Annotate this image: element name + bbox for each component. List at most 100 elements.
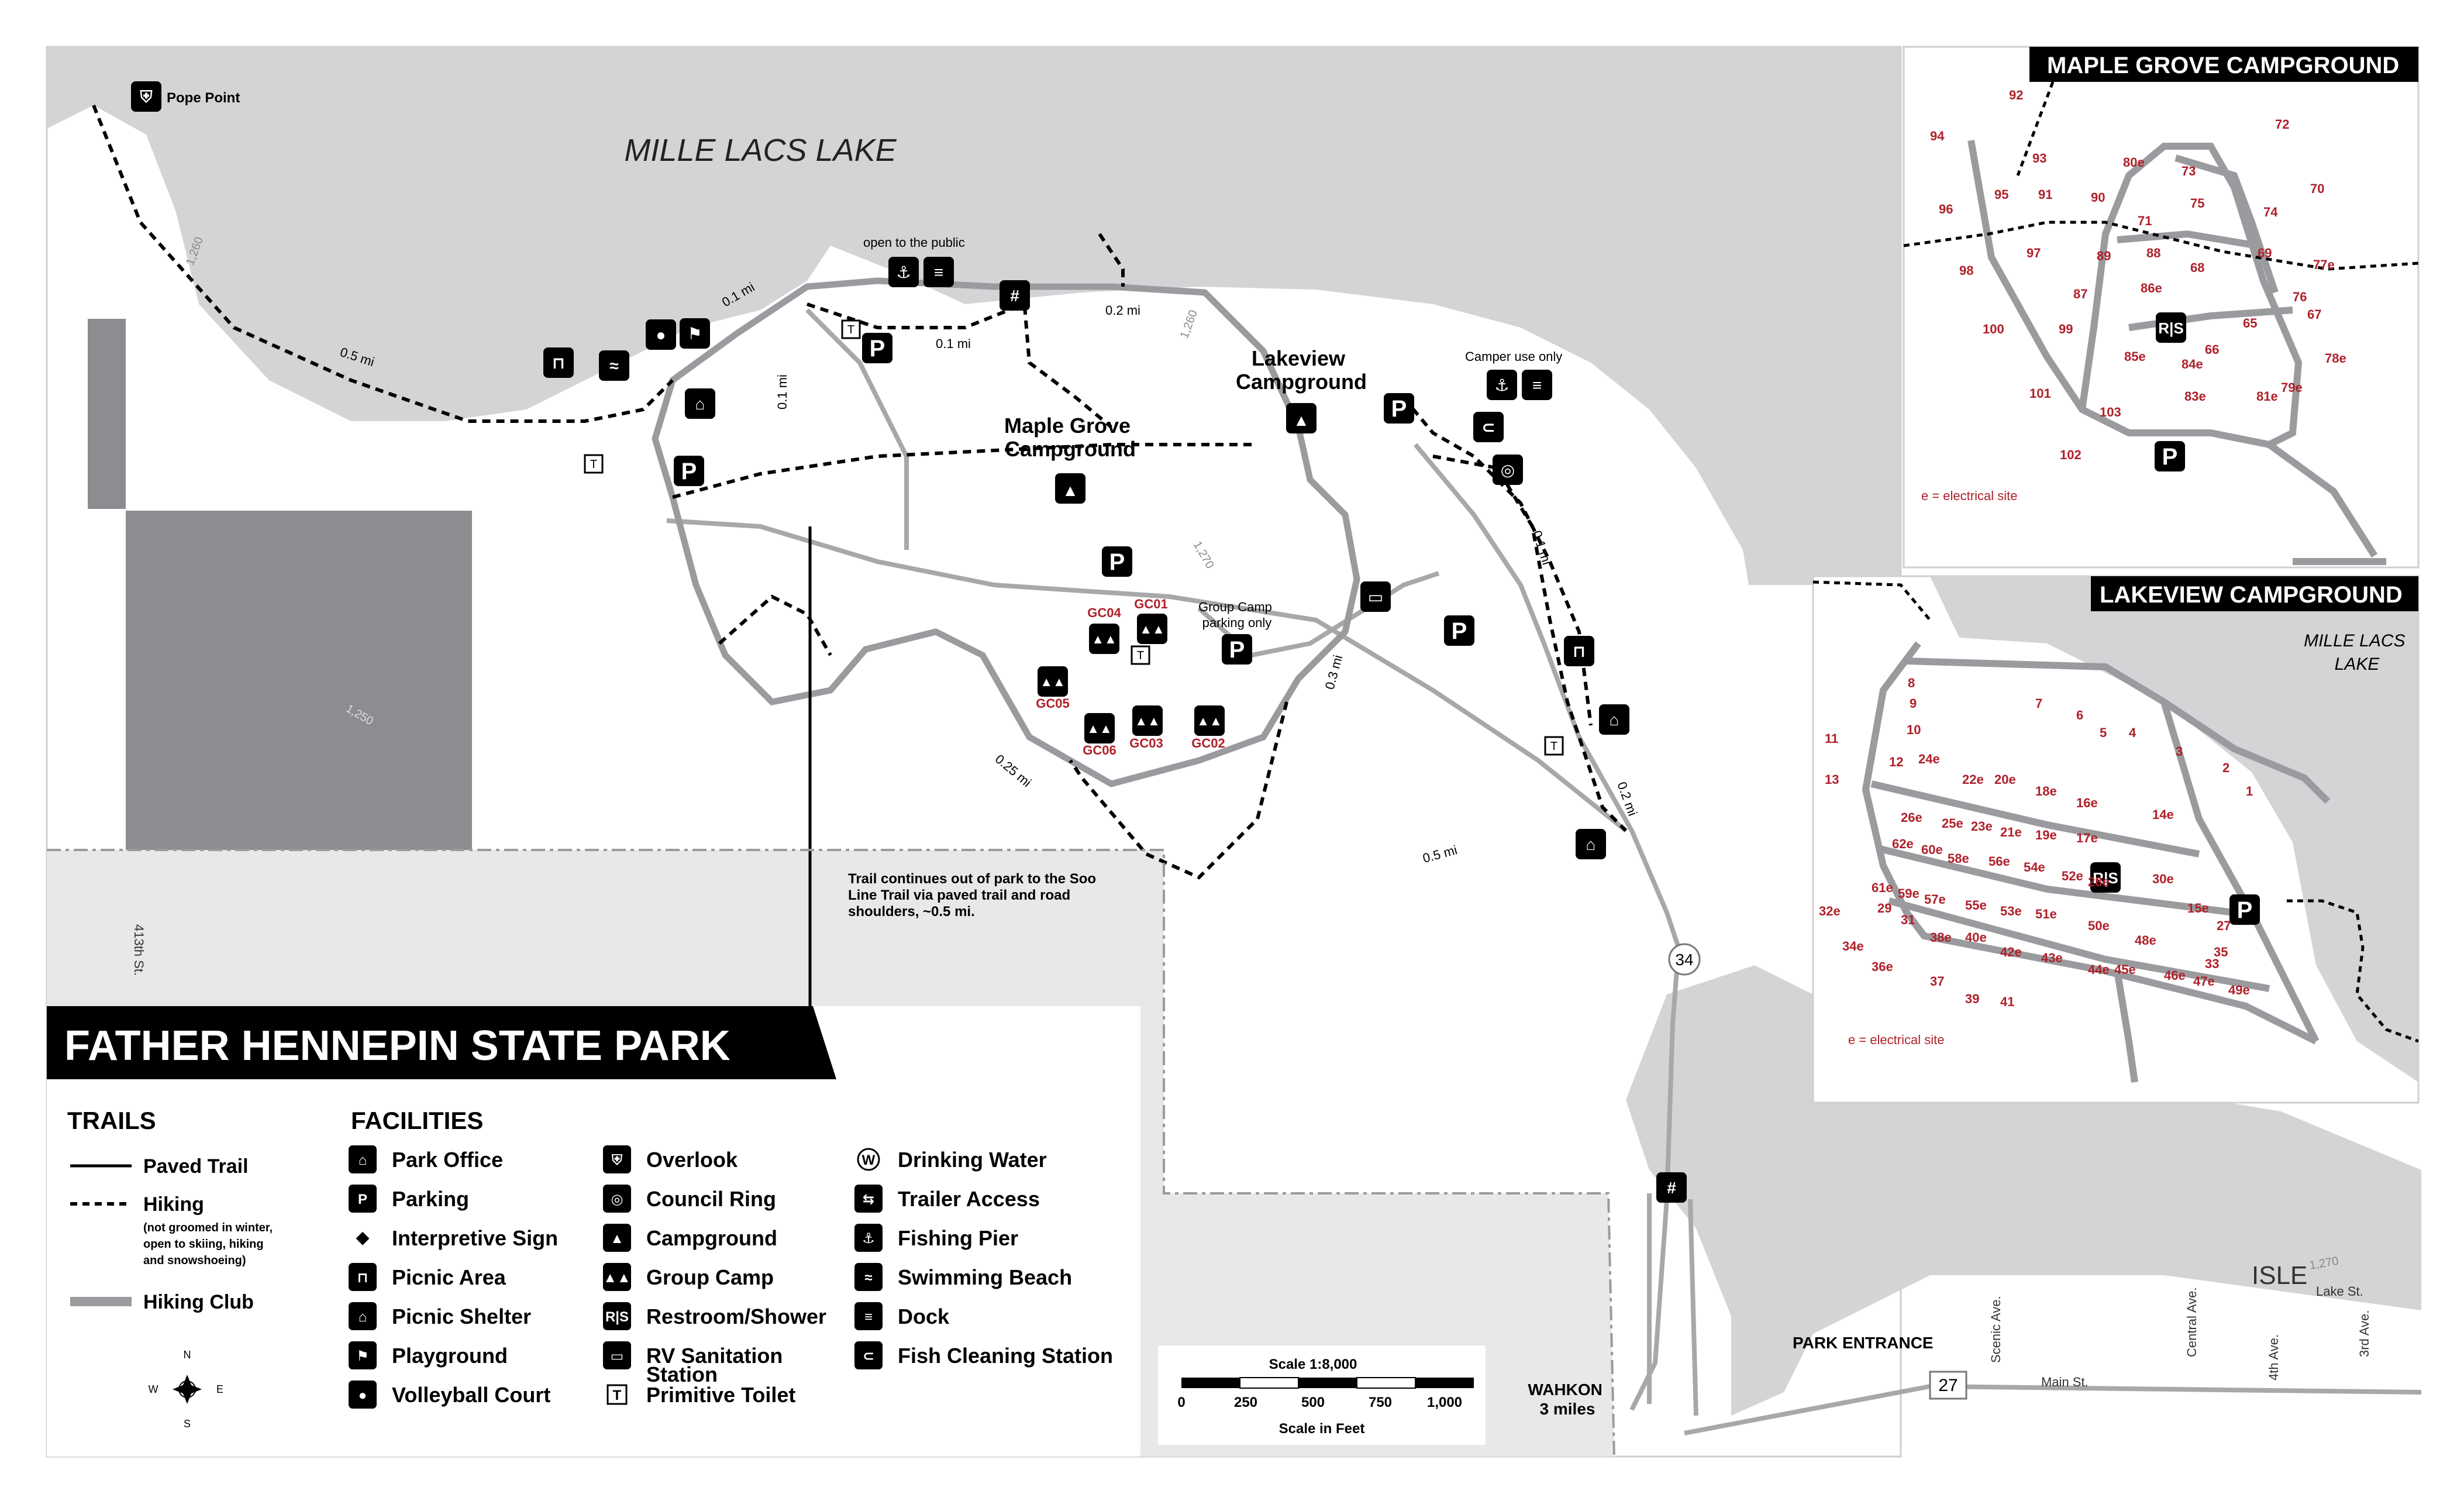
campsite-number: 26e: [1901, 810, 1922, 825]
campsite-number: 98: [1959, 263, 1973, 278]
svg-text:34: 34: [1675, 951, 1693, 969]
svg-text:1,000: 1,000: [1427, 1395, 1462, 1410]
fish-cleaning-icon: ⊂: [1473, 412, 1504, 442]
svg-text:▲▲: ▲▲: [1091, 632, 1117, 646]
legend-facility-label: Primitive Toilet: [646, 1383, 795, 1407]
campsite-number: 84e: [2182, 357, 2203, 371]
campsite-number: 6: [2076, 708, 2083, 722]
legend-facility-label: Interpretive Sign: [392, 1226, 558, 1250]
lakeview-label: Lakeview Campground: [1236, 346, 1367, 394]
svg-text:▲▲: ▲▲: [1197, 714, 1222, 728]
campsite-number: 74: [2263, 205, 2278, 219]
svg-text:⊂: ⊂: [863, 1348, 874, 1364]
legend-facility-label: Fish Cleaning Station: [898, 1344, 1113, 1368]
road-label-4th: 4th Ave.: [2266, 1334, 2281, 1381]
council-ring-icon: ◎: [1493, 455, 1523, 485]
svg-text:▲: ▲: [1062, 481, 1078, 500]
svg-text:▲▲: ▲▲: [603, 1270, 631, 1286]
overlook-icon: ⛨: [603, 1145, 631, 1173]
primitive-toilet-icon: T: [841, 319, 861, 339]
campsite-number: 67: [2307, 307, 2321, 322]
campsite-number: 50e: [2088, 918, 2110, 933]
restroom-shower-icon: R|S: [603, 1302, 631, 1330]
rv-sanitation-icon: ▭: [1360, 581, 1391, 612]
svg-text:750: 750: [1369, 1395, 1392, 1410]
trail-continues-note: Trail continues out of park to the Soo L…: [848, 871, 1100, 920]
gc02-label: GC02: [1191, 736, 1225, 751]
svg-text:P: P: [681, 459, 697, 484]
campsite-number: 8: [1908, 676, 1915, 690]
svg-text:S: S: [184, 1418, 191, 1430]
hiking-club-area: [126, 511, 472, 850]
svg-text:⊓: ⊓: [552, 354, 565, 372]
campsite-number: 11: [1825, 731, 1838, 746]
campsite-number: 24e: [1918, 752, 1940, 766]
svg-text:Scale 1:8,000: Scale 1:8,000: [1269, 1357, 1357, 1372]
wahkon-label: WAHKON 3 miles: [1528, 1381, 1607, 1418]
campground-icon: ▲: [603, 1224, 631, 1252]
primitive-toilet-icon: T: [1131, 645, 1150, 665]
playground-icon: ⚑: [680, 318, 710, 349]
legend-facility-label: Overlook: [646, 1148, 738, 1172]
dock-icon: ≡: [1522, 370, 1552, 400]
compass-icon: N S E W: [149, 1349, 224, 1430]
primitive-toilet-icon: T: [584, 454, 604, 474]
svg-text:N: N: [184, 1349, 191, 1361]
campsite-number: 97: [2027, 246, 2041, 260]
lakeview-inset: LAKEVIEW CAMPGROUND MILLE LACS LAKE R|S …: [1812, 575, 2420, 1104]
distance-label: 0.1 mi: [775, 374, 790, 409]
svg-text:#: #: [1667, 1179, 1676, 1197]
picnic-shelter-icon: ⌂: [685, 388, 715, 419]
campsite-number: 5: [2100, 725, 2107, 740]
campsite-number: 90: [2091, 190, 2105, 205]
distance-label: 0.2 mi: [1105, 303, 1140, 318]
legend-facility-label: Fishing Pier: [898, 1226, 1018, 1250]
maple-inset-title: MAPLE GROVE CAMPGROUND: [2047, 53, 2399, 78]
campsite-number: 58e: [1948, 851, 1969, 866]
picnic-area-icon: ⊓: [543, 347, 574, 378]
dock-icon: ≡: [923, 257, 954, 287]
picnic-shelter-icon: ⌂: [1599, 704, 1629, 735]
group-camp-icon: ▲▲: [1084, 713, 1115, 743]
parking-icon: P: [2229, 894, 2260, 925]
campsite-number: 60e: [1921, 842, 1943, 857]
picnic-area-icon: ⊓: [349, 1263, 377, 1291]
svg-text:≈: ≈: [864, 1270, 872, 1286]
svg-text:⚓: ⚓: [862, 1231, 875, 1247]
svg-text:⌂: ⌂: [695, 395, 705, 413]
restroom-shower-icon: R|S: [2156, 312, 2186, 343]
legend-facility-label: Picnic Shelter: [392, 1304, 531, 1328]
svg-text:⌂: ⌂: [1586, 835, 1596, 853]
svg-text:P: P: [2237, 897, 2253, 923]
campsite-number: 33: [2205, 956, 2219, 971]
road-label-413: 413th St.: [132, 924, 146, 976]
campsite-number: 93: [2032, 151, 2046, 166]
svg-text:E: E: [216, 1383, 223, 1395]
campsite-number: 18e: [2035, 784, 2057, 798]
lakeview-inset-title: LAKEVIEW CAMPGROUND: [2100, 582, 2403, 608]
legend-facility-label: Park Office: [392, 1148, 503, 1172]
campsite-number: 71: [2138, 214, 2152, 228]
campsite-number: 36e: [1872, 959, 1893, 974]
campsite-number: 42e: [2000, 945, 2022, 959]
svg-text:P: P: [1452, 618, 1467, 644]
campsite-number: 22e: [1962, 772, 1984, 787]
parking-icon: P: [1102, 546, 1132, 577]
campsite-number: 76: [2293, 290, 2307, 304]
campsite-number: 48e: [2135, 933, 2156, 948]
trails-heading: TRAILS: [67, 1107, 156, 1134]
campsite-number: 86e: [2141, 281, 2162, 295]
campsite-number: 57e: [1924, 892, 1946, 907]
legend-facility-label: Dock: [898, 1304, 950, 1328]
campsite-number: 96: [1939, 202, 1953, 216]
svg-text:T: T: [1137, 649, 1144, 662]
legend-facility-label: RV Sanitation: [646, 1344, 783, 1368]
group-camp-parking-label: Group Camp parking only: [1198, 600, 1276, 630]
trailer-access-icon: ⇆: [854, 1185, 883, 1213]
svg-text:⊓: ⊓: [357, 1270, 368, 1286]
parking-icon: P: [1222, 634, 1252, 665]
facilities-heading: FACILITIES: [351, 1107, 483, 1134]
campsite-number: 27: [2217, 918, 2231, 933]
campsite-number: 103: [2100, 405, 2121, 419]
campsite-number: 68: [2190, 260, 2204, 275]
